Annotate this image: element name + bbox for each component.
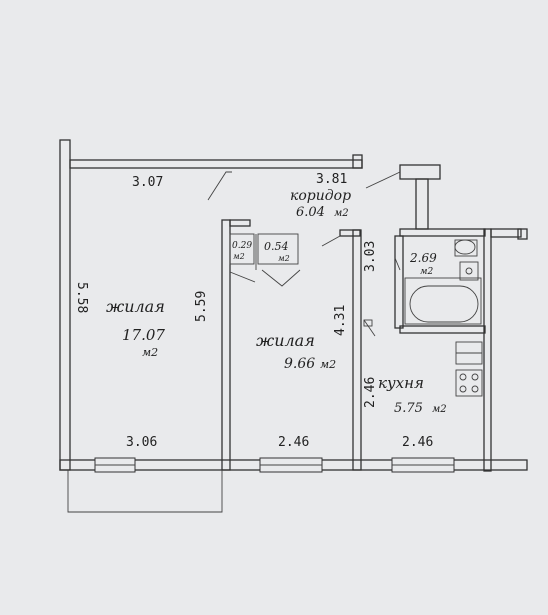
room-corridor-unit: м2 bbox=[334, 208, 349, 219]
room-corridor-name: коридор bbox=[290, 188, 351, 204]
dim-corridor-top: 3.81 bbox=[316, 172, 347, 187]
walls bbox=[59, 139, 528, 513]
dim-kitchen-left: 2.46 bbox=[363, 377, 378, 408]
kitchen-fixtures bbox=[455, 341, 483, 397]
room-closet-1-area: 0.29 bbox=[232, 241, 252, 251]
room-living-large-name: жилая bbox=[106, 297, 165, 316]
room-living-small-name: жилая bbox=[256, 331, 315, 350]
dim-large-bottom: 3.06 bbox=[126, 435, 157, 450]
room-kitchen-name: кухня bbox=[378, 374, 424, 392]
room-living-large-area: 17.07 bbox=[122, 326, 165, 344]
dim-bath-left: 3.03 bbox=[363, 241, 378, 272]
dim-large-left: 5.58 bbox=[74, 282, 89, 313]
dim-small-left: 5.59 bbox=[194, 291, 209, 322]
room-bathroom-unit: м2 bbox=[420, 267, 433, 277]
dim-small-bottom: 2.46 bbox=[278, 435, 309, 450]
room-closet-2-area: 0.54 bbox=[264, 240, 289, 253]
dim-large-top: 3.07 bbox=[132, 175, 163, 190]
room-closet-2-unit: м2 bbox=[278, 254, 290, 263]
bathroom-fixtures bbox=[404, 239, 482, 325]
room-kitchen-unit: м2 bbox=[432, 404, 447, 415]
room-living-small-unit: м2 bbox=[320, 358, 336, 371]
room-living-large-unit: м2 bbox=[142, 346, 158, 359]
room-corridor-area: 6.04 bbox=[296, 205, 325, 220]
room-kitchen-area: 5.75 bbox=[394, 401, 423, 416]
dim-kitchen-bottom: 2.46 bbox=[402, 435, 433, 450]
room-living-small-area: 9.66 bbox=[284, 356, 315, 372]
room-closet-1-unit: м2 bbox=[233, 252, 245, 261]
room-bathroom-area: 2.69 bbox=[409, 251, 437, 265]
dim-small-right: 4.31 bbox=[333, 305, 348, 336]
